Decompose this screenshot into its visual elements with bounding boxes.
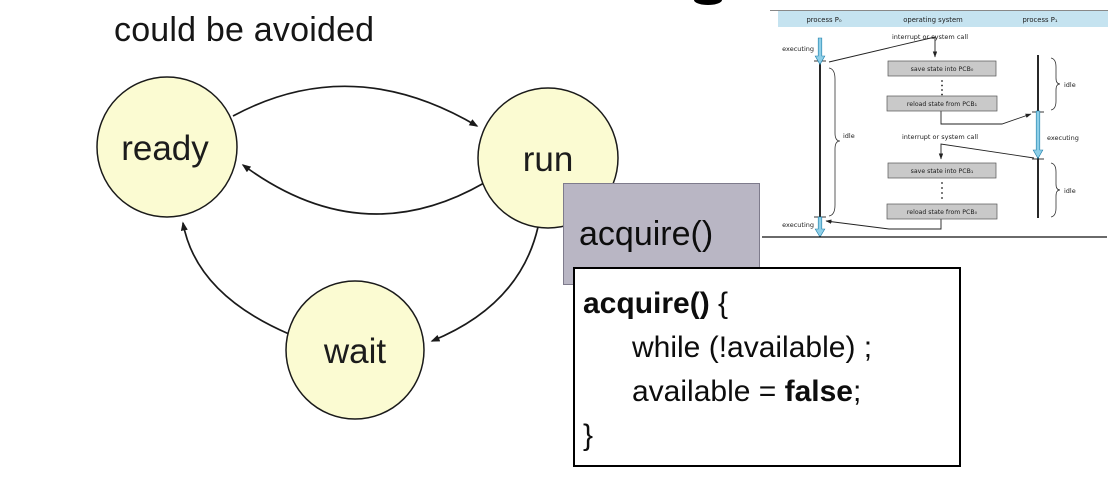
acquire-tag-label: acquire() [579,214,714,253]
box-save-state-pcb1 [887,162,997,179]
flow-p1-to-save-pcb1 [938,143,1035,160]
ellipsis-dots-top [941,80,943,96]
box-reload-state-pcb0-label: reload state from PCB₀ [907,209,978,216]
state-label-ready: ready [121,129,209,168]
executing-arrow-p1 [1032,110,1044,160]
state-label-run: run [523,140,574,179]
code-close-brace: } [583,419,594,452]
idle-brace-p1-top [1050,57,1061,111]
idle-label-p1-top: idle [1064,81,1076,89]
arrow-run-to-ready [241,164,485,215]
box-reload-state-pcb1-label: reload state from PCB₁ [907,101,978,108]
cropped-title-glyph-fragment [694,0,722,5]
flow-reload-pcb1-to-p1 [940,111,1032,125]
heading-fragment: could be avoided [114,11,375,49]
code-line-assignment: available = false; [583,370,959,414]
ellipsis-dots-bottom [941,182,943,199]
box-save-state-pcb1-label: save state into PCB₁ [911,168,974,175]
executing-label-p0-bottom: executing [782,221,814,229]
code-line-close: } [583,414,959,458]
code-semicolon: ; [853,375,862,408]
code-line-signature: acquire() { [583,282,959,326]
interrupt-label-middle: interrupt or system call [902,133,978,141]
arrow-run-to-wait [430,226,539,342]
executing-label-p0-top: executing [782,45,814,53]
code-line-while: while (!available) ; [583,326,959,370]
idle-label-p1-bottom: idle [1064,187,1076,195]
executing-arrow-p0-bottom [814,216,826,238]
code-open-brace: { [709,287,729,320]
idle-label-p0: idle [843,132,855,140]
state-label-wait: wait [323,332,387,371]
idle-brace-p1-bottom [1050,162,1061,218]
interrupt-label-top: interrupt or system call [892,33,968,41]
box-save-state-pcb0-label: save state into PCB₀ [911,66,974,73]
code-assignment-lhs: available = [632,375,785,408]
state-node-ready [96,76,238,218]
column-header-band [778,11,1108,27]
code-keyword-acquire: acquire() [583,287,710,320]
state-node-wait [285,280,425,420]
box-reload-state-pcb1 [886,95,998,112]
column-label-process-p0: process P₀ [806,16,841,24]
flow-reload-pcb0-to-p0 [825,219,942,230]
arrow-ready-to-run [232,85,479,127]
column-label-operating-system: operating system [903,16,963,24]
idle-brace-p0 [828,67,841,217]
context-switch-figure: process P₀ operating system process P₁ i… [762,10,1108,238]
box-save-state-pcb0 [887,60,997,77]
flow-p0-to-save-pcb0 [828,36,938,63]
arrow-wait-to-ready [180,221,290,335]
column-label-process-p1: process P₁ [1022,16,1057,24]
executing-label-p1: executing [1047,134,1079,142]
code-while-statement: while (!available) ; [632,331,873,364]
executing-arrow-p0-top [814,37,826,66]
acquire-code-box: acquire() { while (!available) ; availab… [573,267,961,467]
code-keyword-false: false [784,375,853,408]
box-reload-state-pcb0 [886,203,998,220]
